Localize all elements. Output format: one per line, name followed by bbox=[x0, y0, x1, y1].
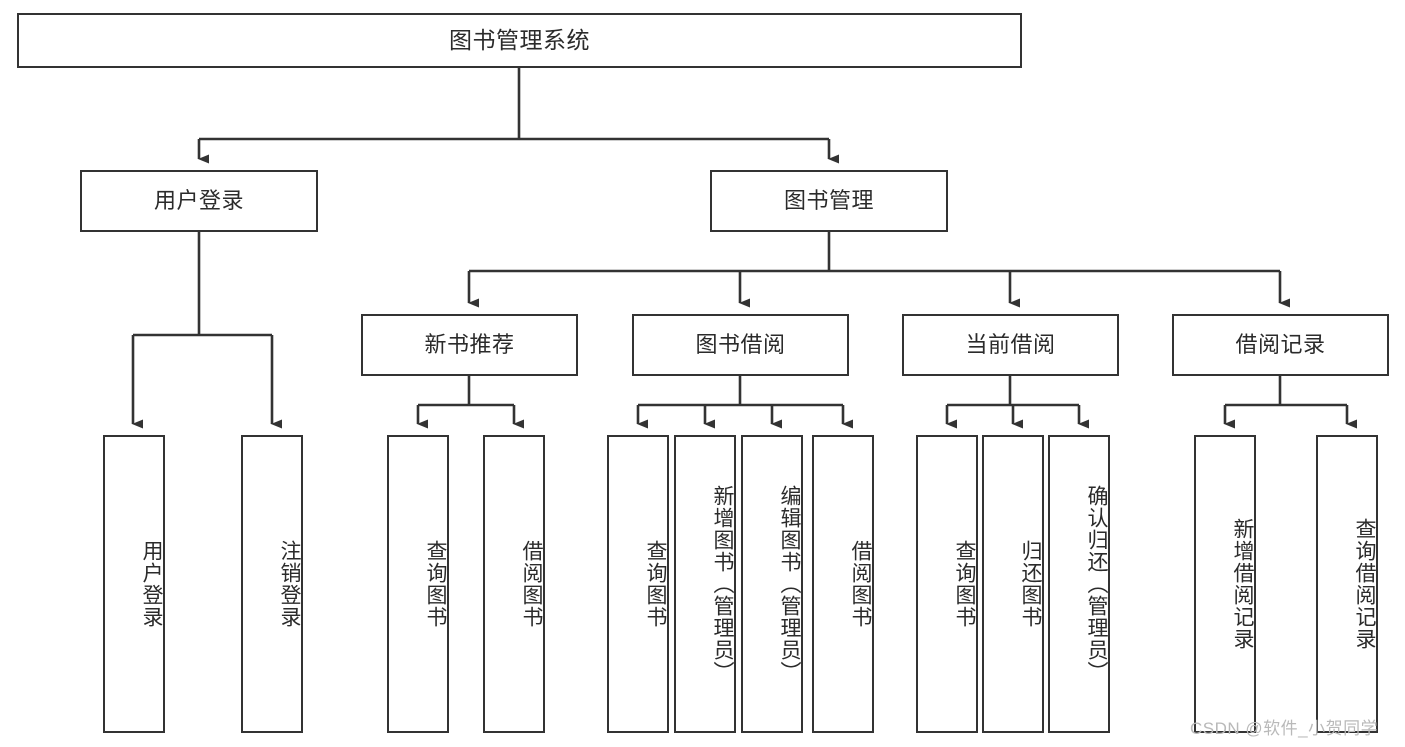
node-book-borrowing[interactable]: 图书借阅 bbox=[632, 314, 849, 376]
leaf-user-login[interactable]: 用户登录 bbox=[103, 435, 165, 733]
leaf-query-books-borrowing[interactable]: 查询图书 bbox=[607, 435, 669, 733]
node-user-login[interactable]: 用户登录 bbox=[80, 170, 318, 232]
node-borrow-records[interactable]: 借阅记录 bbox=[1172, 314, 1389, 376]
leaf-add-book-admin[interactable]: 新增图书（管理员） bbox=[674, 435, 736, 733]
leaf-query-borrow-record[interactable]: 查询借阅记录 bbox=[1316, 435, 1378, 733]
node-current-borrowing[interactable]: 当前借阅 bbox=[902, 314, 1119, 376]
node-book-management[interactable]: 图书管理 bbox=[710, 170, 948, 232]
watermark-text: CSDN @软件_小贺同学 bbox=[1190, 719, 1379, 738]
node-root[interactable]: 图书管理系统 bbox=[17, 13, 1022, 68]
leaf-logout[interactable]: 注销登录 bbox=[241, 435, 303, 733]
leaf-query-books-recommend[interactable]: 查询图书 bbox=[387, 435, 449, 733]
leaf-borrow-books[interactable]: 借阅图书 bbox=[812, 435, 874, 733]
leaf-return-books[interactable]: 归还图书 bbox=[982, 435, 1044, 733]
leaf-query-books-current[interactable]: 查询图书 bbox=[916, 435, 978, 733]
node-new-book-recommendation[interactable]: 新书推荐 bbox=[361, 314, 578, 376]
leaf-edit-book-admin[interactable]: 编辑图书（管理员） bbox=[741, 435, 803, 733]
leaf-add-borrow-record[interactable]: 新增借阅记录 bbox=[1194, 435, 1256, 733]
leaf-borrow-books-recommend[interactable]: 借阅图书 bbox=[483, 435, 545, 733]
leaf-confirm-return-admin[interactable]: 确认归还（管理员） bbox=[1048, 435, 1110, 733]
